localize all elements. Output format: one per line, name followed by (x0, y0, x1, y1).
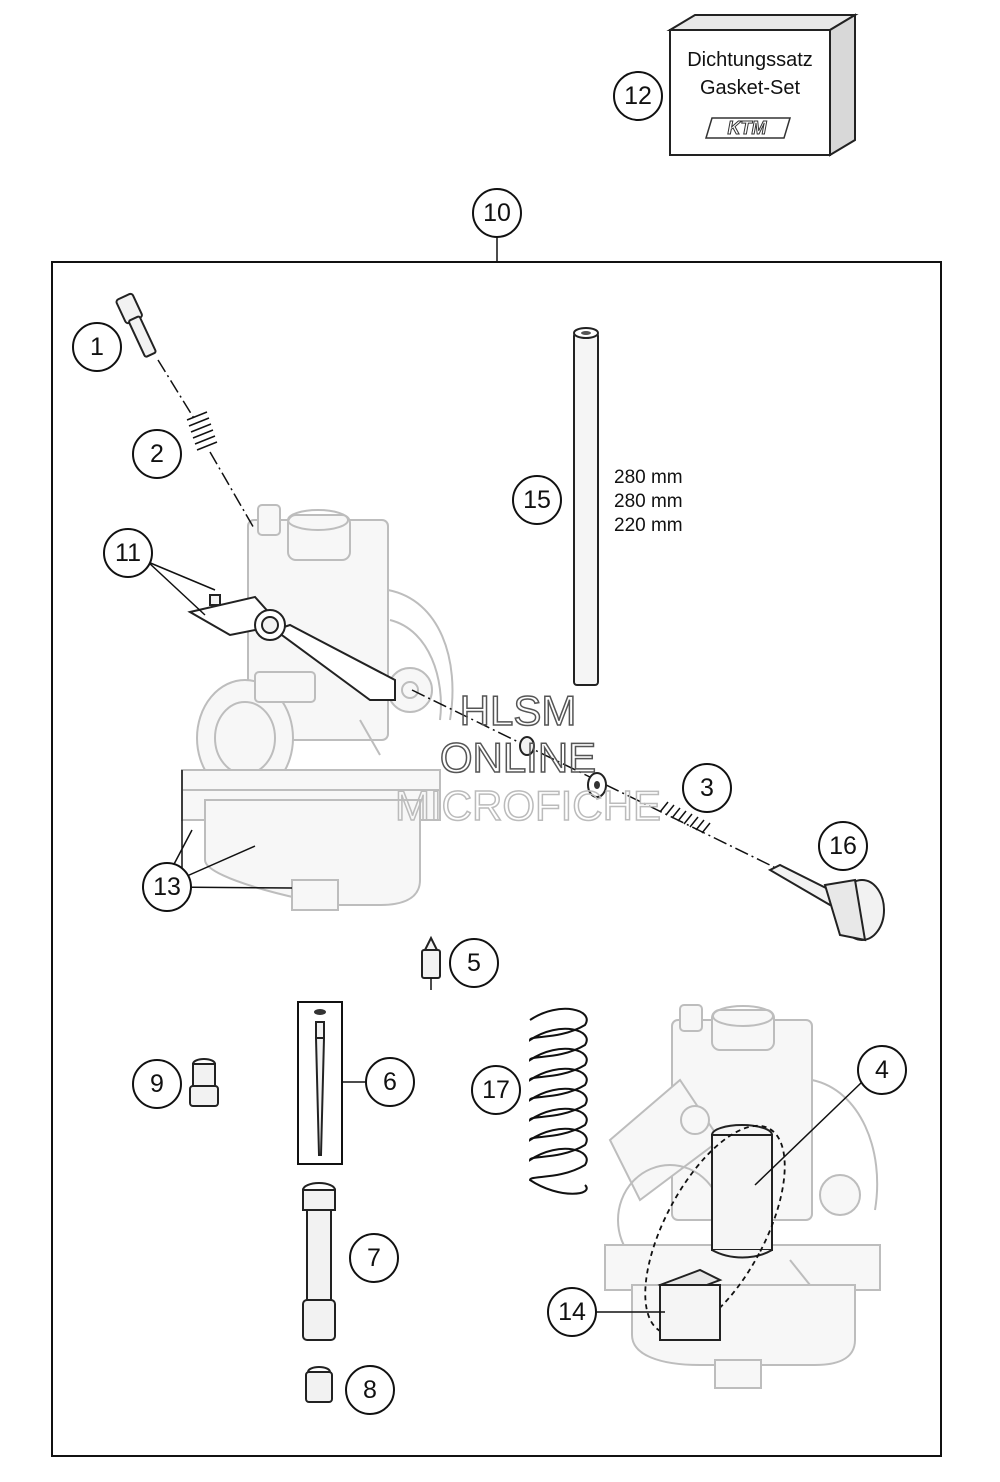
carburetor-body[interactable] (181, 504, 454, 911)
svg-text:11: 11 (115, 539, 141, 567)
callout-1[interactable]: 1 (72, 322, 122, 372)
svg-text:10: 10 (483, 199, 511, 227)
choke-lever[interactable] (187, 594, 396, 701)
hose-length-3: 220 mm (614, 515, 683, 536)
float-needle-valve[interactable] (421, 935, 441, 990)
svg-text:8: 8 (363, 1376, 377, 1404)
overflow-hose[interactable] (573, 327, 599, 686)
float[interactable] (657, 1268, 723, 1341)
callout-5[interactable]: 5 (449, 938, 499, 988)
watermark: HLSM ONLINE MICROFICHE (394, 686, 662, 830)
callout-16[interactable]: 16 (818, 821, 868, 871)
svg-text:7: 7 (367, 1244, 381, 1272)
callout-4[interactable]: 4 (857, 1045, 907, 1095)
float-highlight (644, 1124, 786, 1336)
callout-8[interactable]: 8 (345, 1365, 395, 1415)
svg-text:KTM: KTM (728, 118, 768, 138)
gasket-label-de: Dichtungssatz (687, 49, 813, 71)
needle-jet[interactable] (302, 1182, 336, 1341)
pilot-jet[interactable] (189, 1058, 219, 1107)
svg-text:15: 15 (523, 486, 551, 514)
callout-10[interactable]: 10 (472, 188, 522, 238)
main-jet[interactable] (305, 1366, 333, 1403)
svg-text:13: 13 (153, 873, 181, 901)
hose-length-2: 280 mm (614, 491, 683, 512)
svg-text:14: 14 (558, 1298, 586, 1326)
callout-7[interactable]: 7 (349, 1233, 399, 1283)
callout-12[interactable]: 12 (613, 71, 663, 121)
throttle-slide[interactable] (711, 1124, 773, 1259)
callout-17[interactable]: 17 (471, 1065, 521, 1115)
svg-text:ONLINE: ONLINE (440, 734, 596, 781)
air-screw-washer[interactable] (519, 736, 607, 798)
svg-text:16: 16 (829, 832, 857, 860)
carburetor-kit-frame (51, 261, 942, 1457)
svg-text:1: 1 (90, 333, 104, 361)
slide-spring[interactable] (528, 1007, 588, 1195)
callout-13[interactable]: 13 (142, 862, 192, 912)
callout-6[interactable]: 6 (365, 1057, 415, 1107)
callout-2[interactable]: 2 (132, 429, 182, 479)
callout-9[interactable]: 9 (132, 1059, 182, 1109)
callout-11[interactable]: 11 (103, 528, 153, 578)
ktm-logo: KTM (704, 117, 792, 139)
callout-14[interactable]: 14 (547, 1287, 597, 1337)
idle-screw[interactable] (115, 292, 157, 358)
jet-needle[interactable] (297, 1001, 343, 1165)
svg-text:6: 6 (383, 1068, 397, 1096)
carburetor-body-lower[interactable] (604, 1004, 881, 1389)
air-screw[interactable] (767, 863, 885, 942)
svg-text:9: 9 (150, 1070, 164, 1098)
svg-text:4: 4 (875, 1056, 889, 1084)
svg-text:17: 17 (482, 1076, 510, 1104)
gasket-set-box[interactable]: Dichtungssatz Gasket-Set KTM (666, 13, 859, 157)
gasket-label-en: Gasket-Set (700, 77, 800, 99)
hose-length-1: 280 mm (614, 467, 683, 488)
svg-text:12: 12 (624, 82, 652, 110)
svg-text:3: 3 (700, 774, 714, 802)
air-screw-spring[interactable] (659, 801, 711, 834)
idle-screw-spring[interactable] (186, 411, 218, 451)
callout-3[interactable]: 3 (682, 763, 732, 813)
svg-text:HLSM: HLSM (460, 687, 577, 734)
svg-text:5: 5 (467, 949, 481, 977)
svg-text:2: 2 (150, 440, 164, 468)
svg-text:MICROFICHE: MICROFICHE (395, 782, 661, 829)
callout-15[interactable]: 15 (512, 475, 562, 525)
